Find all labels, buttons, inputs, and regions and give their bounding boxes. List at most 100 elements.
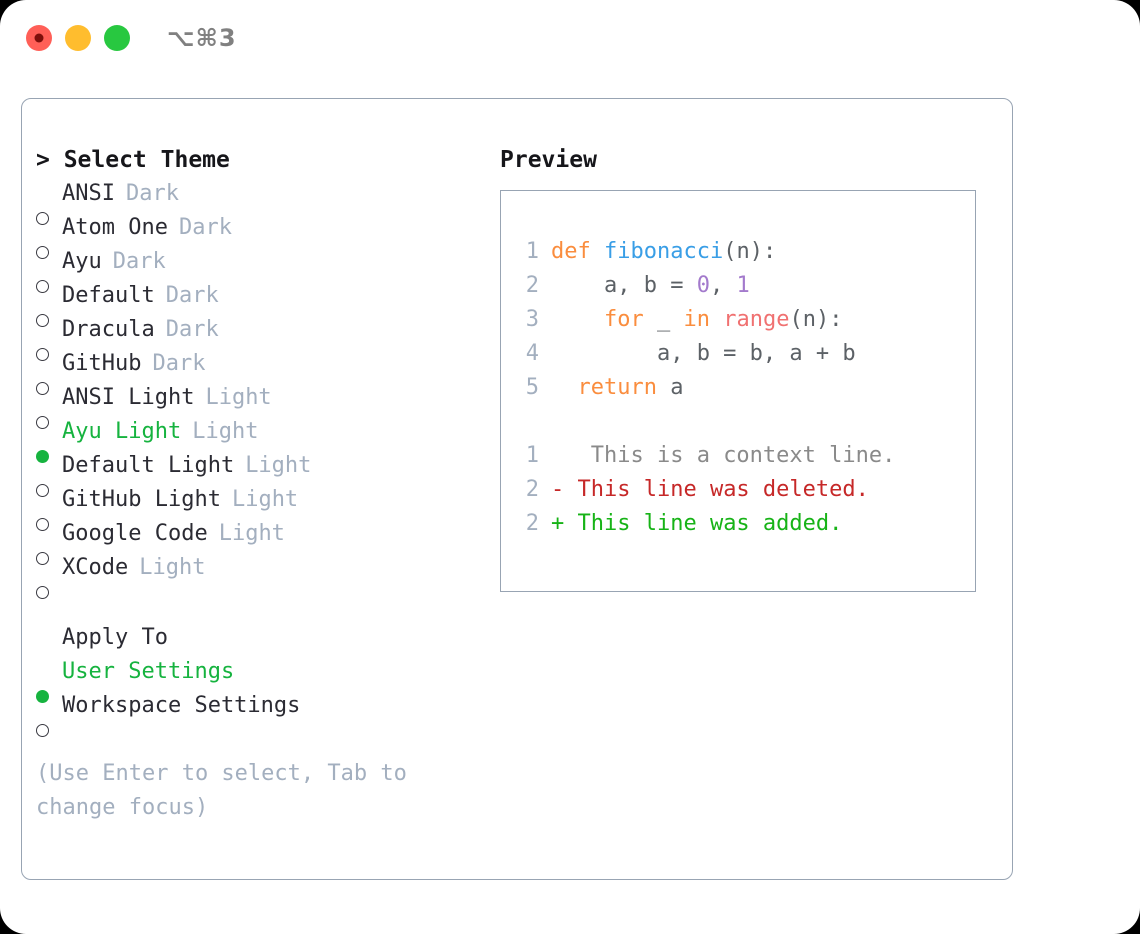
theme-name: Dracula: [62, 317, 155, 342]
code-token: (n):: [789, 307, 843, 332]
diff-line-number: 1: [525, 443, 539, 468]
code-line: 2 a, b = 0, 1: [515, 269, 895, 303]
code-line: 4 a, b = b, a + b: [515, 337, 895, 371]
theme-kind-badge: Light: [245, 453, 312, 478]
code-line-number: 3: [525, 307, 539, 332]
code-line-number: 2: [525, 273, 539, 298]
code-token: [551, 375, 578, 400]
theme-list-item[interactable]: Default Light Light: [36, 449, 476, 497]
theme-list-item[interactable]: ANSI Light Light: [36, 381, 476, 429]
theme-list-item[interactable]: Dracula Dark: [36, 313, 476, 361]
theme-kind-badge: Light: [205, 385, 272, 410]
code-line: 5 return a: [515, 371, 895, 405]
code-token: fibonacci: [603, 239, 724, 264]
theme-list-item[interactable]: XCode Light: [36, 551, 476, 599]
theme-name: Default: [62, 283, 155, 308]
diff-sign: +: [551, 511, 565, 536]
theme-name: ANSI: [62, 181, 115, 206]
diff-line: 2 + This line was added.: [515, 507, 895, 541]
theme-list-item[interactable]: Ayu Dark: [36, 245, 476, 293]
apply-to-heading: Apply To: [62, 625, 168, 650]
theme-name: Ayu Light: [62, 419, 182, 444]
theme-list-item[interactable]: Ayu Light Light: [36, 415, 476, 463]
diff-sign: -: [551, 477, 565, 502]
diff-line: 1 This is a context line.: [515, 439, 896, 473]
code-blank-line: [515, 405, 895, 439]
theme-kind-badge: Light: [139, 555, 206, 580]
code-token: _: [643, 307, 684, 332]
diff-text: This is a context line.: [564, 443, 896, 468]
code-line: 1 def fibonacci(n):: [515, 235, 895, 269]
code-token: 1: [736, 273, 750, 298]
code-token: ,: [709, 273, 737, 298]
code-token: for: [603, 307, 644, 332]
theme-kind-badge: Dark: [165, 317, 219, 342]
code-token: [710, 307, 723, 332]
code-token: range: [723, 307, 790, 332]
diff-line-number: 2: [525, 511, 539, 536]
minimize-window-icon[interactable]: [65, 25, 91, 51]
theme-list-item[interactable]: Google Code Light: [36, 517, 476, 565]
code-token: a, b =: [551, 273, 697, 298]
apply-to-label: User Settings: [62, 659, 235, 684]
code-token: a, b = b, a + b: [551, 341, 856, 366]
apply-to-label: Workspace Settings: [62, 693, 301, 718]
code-line-number: 1: [525, 239, 539, 264]
select-theme-heading: > Select Theme: [36, 147, 230, 173]
diff-line: 2- This line was deleted.: [515, 473, 895, 507]
code-token: (n):: [723, 239, 777, 264]
title-bar: ⌥⌘3: [0, 0, 1140, 78]
close-window-icon[interactable]: [26, 25, 52, 51]
traffic-light-buttons: [26, 25, 130, 51]
code-token: 0: [696, 273, 710, 298]
theme-kind-badge: Dark: [125, 181, 179, 206]
maximize-window-icon[interactable]: [104, 25, 130, 51]
theme-name: GitHub Light: [62, 487, 221, 512]
code-token: [551, 307, 604, 332]
diff-sign: [551, 439, 564, 473]
preview-heading: Preview: [500, 147, 597, 173]
theme-name: Default Light: [62, 453, 235, 478]
theme-name: XCode: [62, 555, 129, 580]
theme-list-item[interactable]: ANSI Dark: [36, 177, 476, 225]
code-token: in: [683, 307, 710, 332]
code-line-number: 5: [525, 375, 539, 400]
theme-name: Atom One: [62, 215, 168, 240]
code-line-content: for _ in range(n):: [551, 303, 842, 337]
theme-list-item[interactable]: GitHub Light Light: [36, 483, 476, 531]
apply-to-option[interactable]: User Settings: [36, 655, 476, 703]
theme-list-item[interactable]: Atom One Dark: [36, 211, 476, 259]
theme-kind-badge: Light: [231, 487, 299, 512]
theme-kind-badge: Dark: [112, 249, 166, 274]
theme-kind-badge: Light: [192, 419, 259, 444]
code-line-content: a, b = b, a + b: [551, 337, 856, 371]
code-token: return: [577, 375, 657, 400]
theme-name: ANSI Light: [62, 385, 195, 410]
theme-name: Google Code: [62, 521, 208, 546]
theme-name: GitHub: [62, 351, 142, 376]
keyboard-shortcut-label: ⌥⌘3: [167, 24, 237, 52]
theme-list-item[interactable]: GitHub Dark: [36, 347, 476, 395]
theme-name: Ayu: [62, 249, 102, 274]
diff-text: This line was added.: [564, 511, 843, 536]
theme-kind-badge: Dark: [178, 215, 232, 240]
code-token: a: [656, 375, 684, 400]
diff-text: This line was deleted.: [564, 477, 869, 502]
code-line-content: def fibonacci(n):: [551, 235, 776, 269]
code-line-content: return a: [551, 371, 684, 405]
code-line-number: 4: [525, 341, 539, 366]
theme-kind-badge: Dark: [152, 351, 206, 376]
code-line-content: a, b = 0, 1: [551, 269, 750, 303]
theme-kind-badge: Light: [218, 521, 285, 546]
keyboard-hint-text: (Use Enter to select, Tab to change focu…: [36, 761, 421, 820]
diff-line-number: 2: [525, 477, 539, 502]
apply-to-option[interactable]: Workspace Settings: [36, 689, 476, 737]
